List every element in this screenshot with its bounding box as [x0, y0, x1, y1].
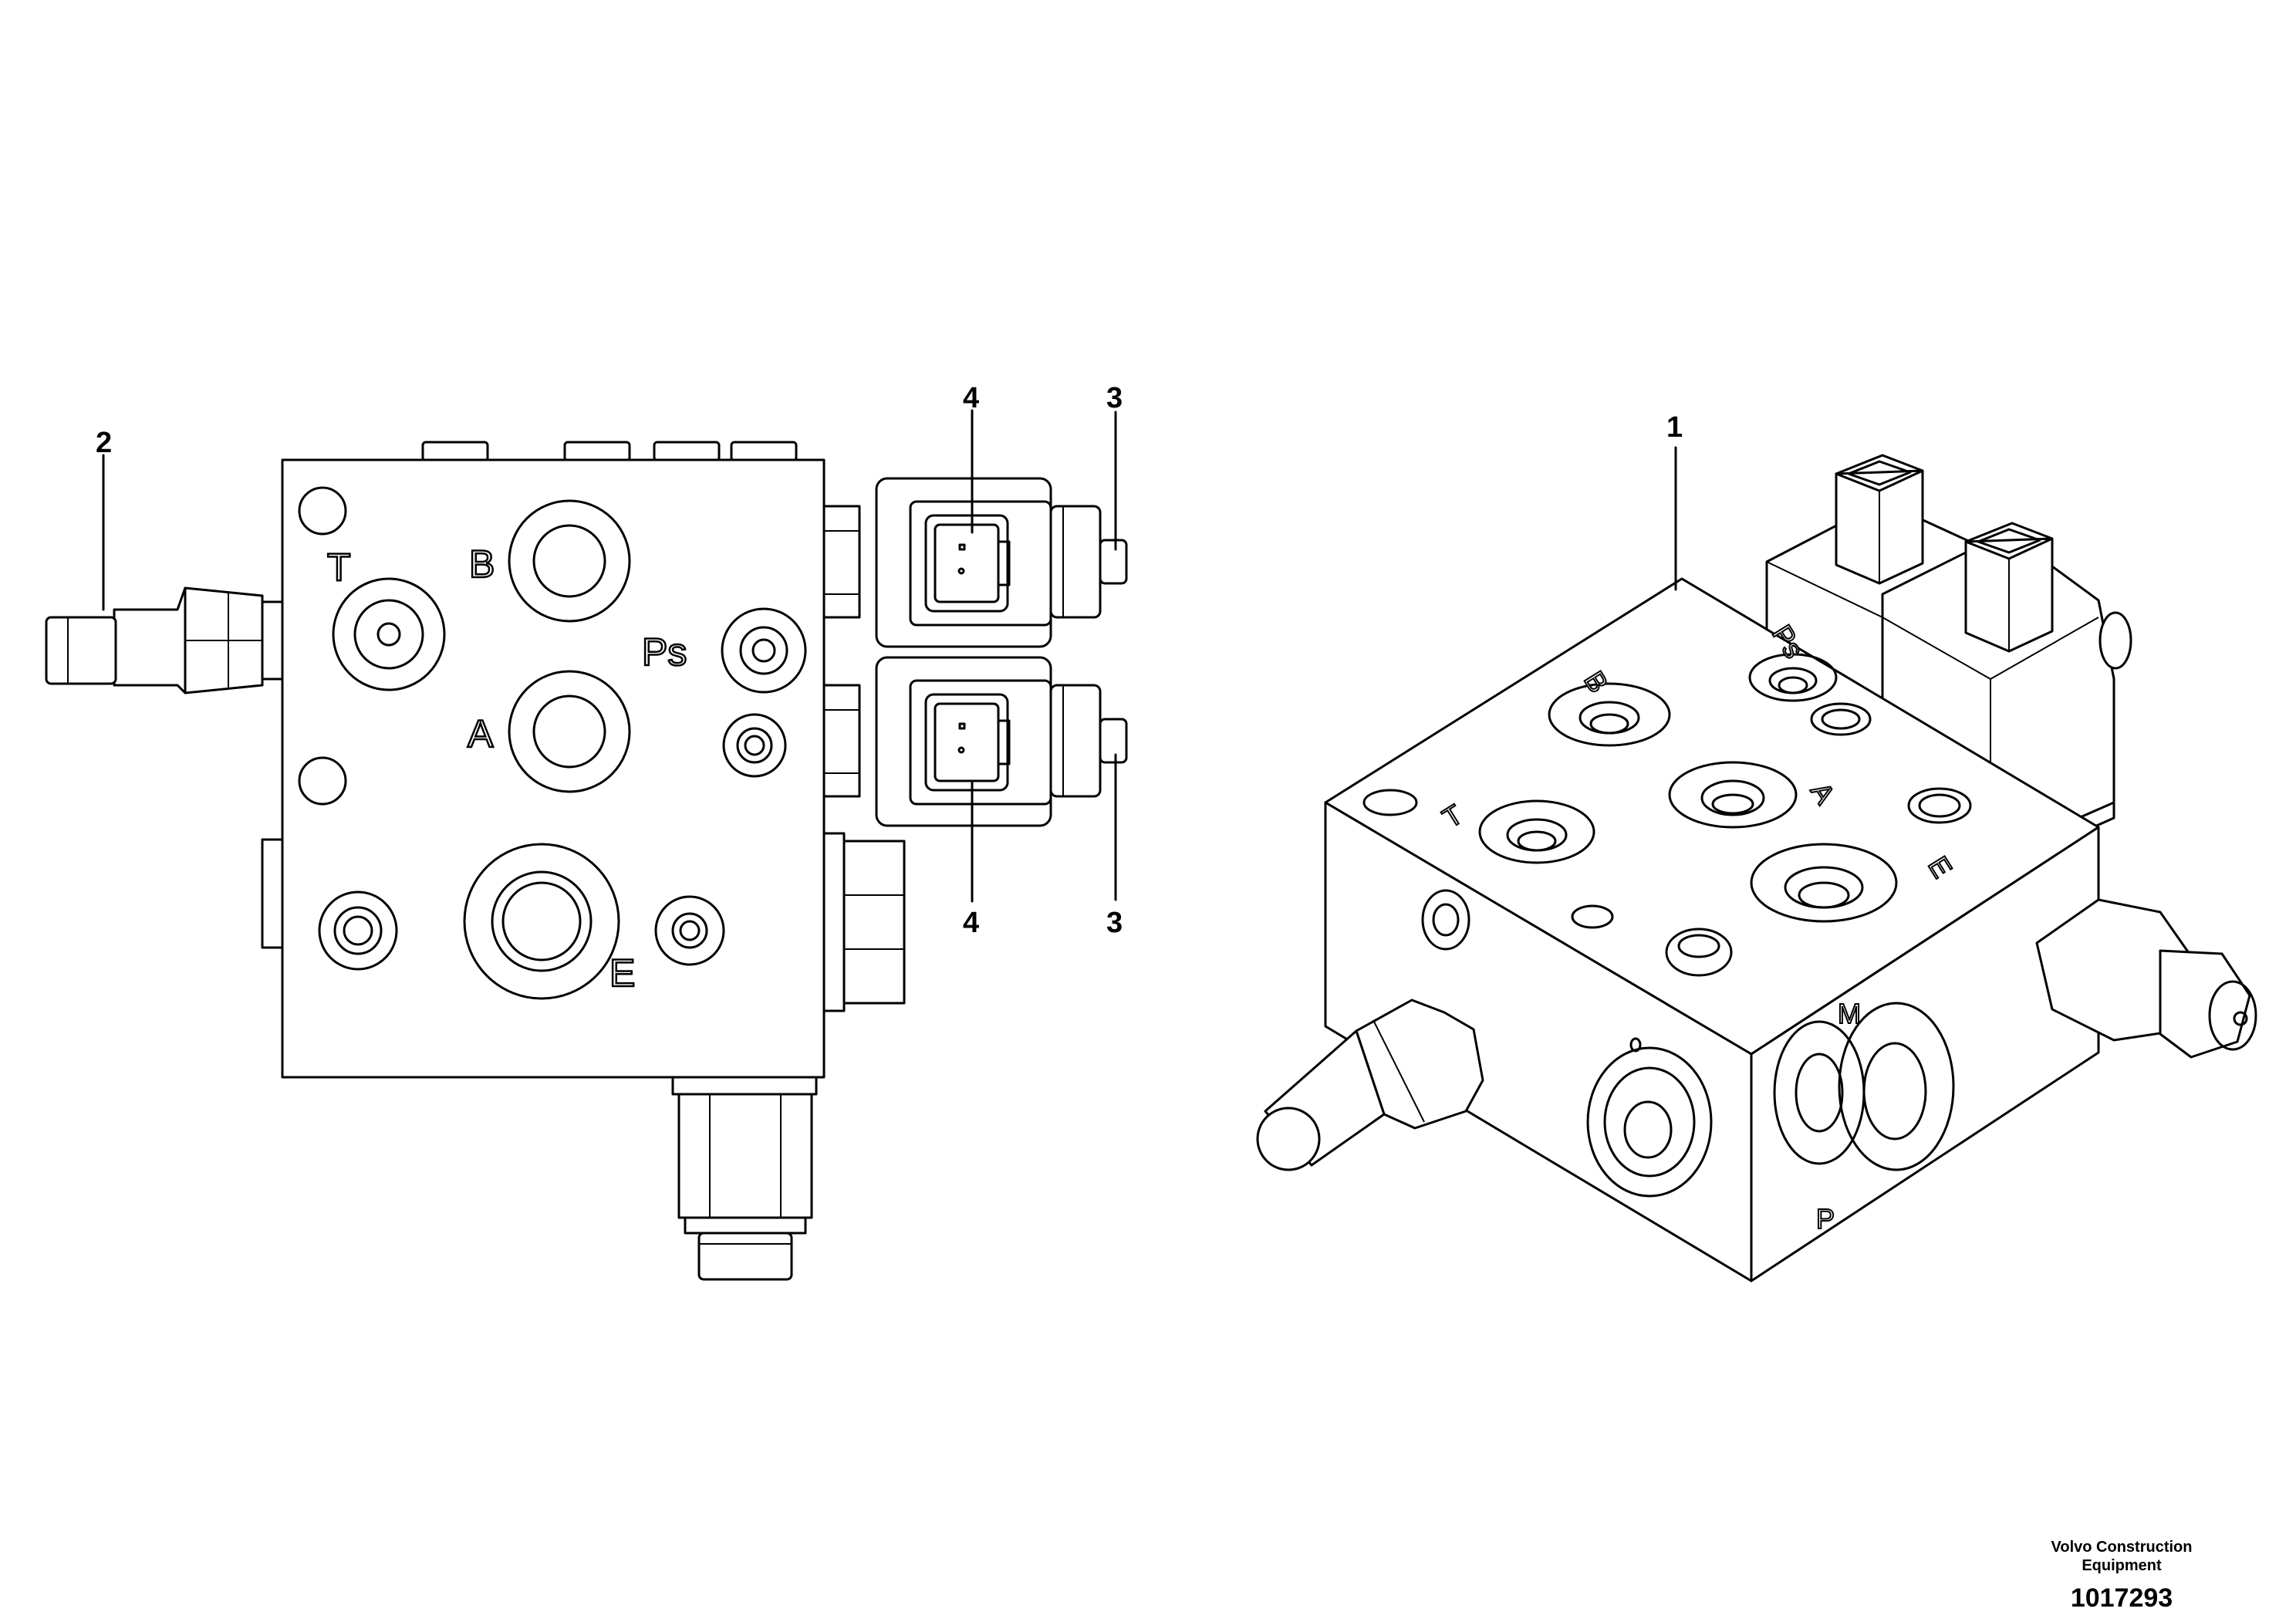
valve-block-front: [281, 458, 826, 1079]
callout-4-top: 4: [963, 382, 979, 414]
port-e-front: [463, 843, 620, 1000]
connector-top: [924, 514, 1009, 613]
callout-3-bottom: 3: [1106, 907, 1123, 939]
company-name-line2: Equipment: [2082, 1557, 2162, 1574]
iso-label-p: P: [1816, 1203, 1835, 1235]
isometric-view: T B Ps A E M P 1: [1256, 411, 2257, 1282]
bottom-fitting: [671, 1076, 818, 1281]
port-a-front: [508, 670, 631, 793]
iso-label-m: M: [1838, 998, 1861, 1029]
port-label-t: T: [327, 546, 351, 589]
connector-bottom: [924, 693, 1009, 792]
iso-left-fitting: [1256, 999, 1484, 1171]
port-label-e: E: [609, 951, 635, 995]
callout-3-top: 3: [1106, 382, 1123, 414]
iso-block-right: [1750, 826, 2100, 1282]
iso-right-fitting: [2035, 898, 2257, 1059]
port-b-front: [508, 499, 631, 623]
left-fitting: [45, 586, 284, 694]
callout-2: 2: [96, 427, 112, 459]
drawing-number: 1017293: [2070, 1583, 2173, 1613]
front-view: T B Ps A E: [45, 382, 1128, 1281]
iso-top-ports: [1362, 653, 1972, 977]
port-label-ps: Ps: [642, 630, 687, 674]
port-t-front: [332, 577, 446, 691]
company-name-line1: Volvo Construction: [2051, 1539, 2193, 1556]
callout-1: 1: [1666, 411, 1683, 444]
solenoid-top: [822, 477, 1128, 648]
solenoid-bottom: [822, 656, 1128, 827]
port-label-b: B: [469, 542, 495, 586]
callout-4-bottom: 4: [963, 907, 979, 939]
port-ps-front: [721, 607, 807, 694]
port-label-a: A: [468, 712, 494, 755]
